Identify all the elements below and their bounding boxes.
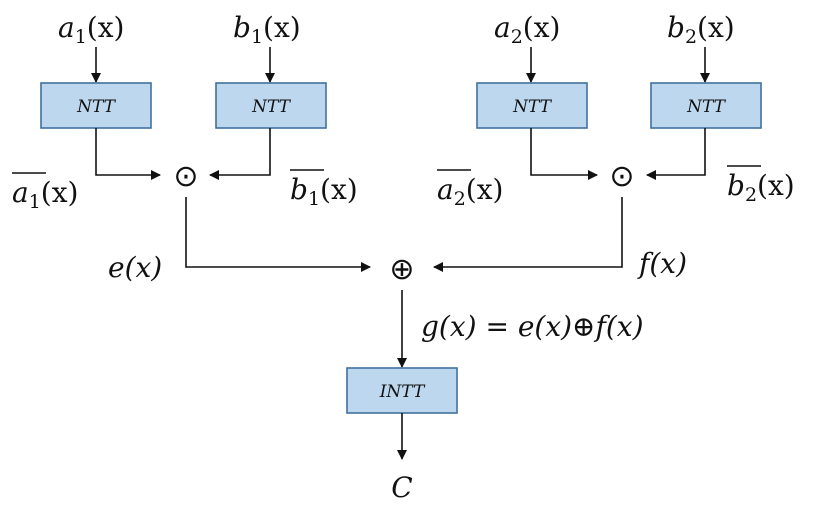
intt-box: INTT <box>346 367 458 414</box>
transformed-b1: b1(x) <box>290 169 358 210</box>
arrow-mult-right-to-add <box>433 197 623 272</box>
ntt-box-a2: NTT <box>476 82 588 129</box>
ntt-box-b2: NTT <box>650 82 762 129</box>
xor-add-icon: ⊕ <box>389 252 414 287</box>
input-a2: a2(x) <box>494 11 560 48</box>
ntt-box-a1: NTT <box>40 82 152 129</box>
arrow-ntt-b1-to-mult-left <box>209 128 271 180</box>
input-b2: b2(x) <box>667 11 735 48</box>
ntt-box-a2-label: NTT <box>512 97 553 117</box>
svg-text:b2(x): b2(x) <box>727 169 795 206</box>
arrow-ntt-b2-to-mult-right <box>646 128 706 180</box>
ntt-box-b1: NTT <box>215 82 327 129</box>
pointwise-multiply-right-icon: ⊙ <box>609 159 634 194</box>
transformed-a2: a2(x) <box>437 169 503 210</box>
pointwise-multiply-left-icon: ⊙ <box>173 159 198 194</box>
arrow-ntt-a1-to-mult-left <box>95 128 161 180</box>
input-b1: b1(x) <box>233 11 301 48</box>
ntt-box-b1-label: NTT <box>251 97 292 117</box>
intt-box-label: INTT <box>379 382 426 402</box>
arrow-mult-left-to-add <box>185 197 371 272</box>
svg-text:a1(x): a1(x) <box>12 176 78 213</box>
ntt-box-b2-label: NTT <box>686 97 727 117</box>
svg-text:a2(x): a2(x) <box>437 173 503 210</box>
transformed-b2: b2(x) <box>727 165 795 206</box>
svg-text:b1(x): b1(x) <box>290 173 358 210</box>
input-a1: a1(x) <box>58 11 124 48</box>
label-f: f(x) <box>637 247 687 280</box>
transformed-a1: a1(x) <box>12 172 78 213</box>
label-g-equation: g(x) = e(x)⊕f(x) <box>421 310 644 343</box>
output-c: C <box>391 471 412 504</box>
arrow-ntt-a2-to-mult-right <box>530 128 598 180</box>
label-e: e(x) <box>108 251 162 284</box>
ntt-box-a1-label: NTT <box>76 97 117 117</box>
